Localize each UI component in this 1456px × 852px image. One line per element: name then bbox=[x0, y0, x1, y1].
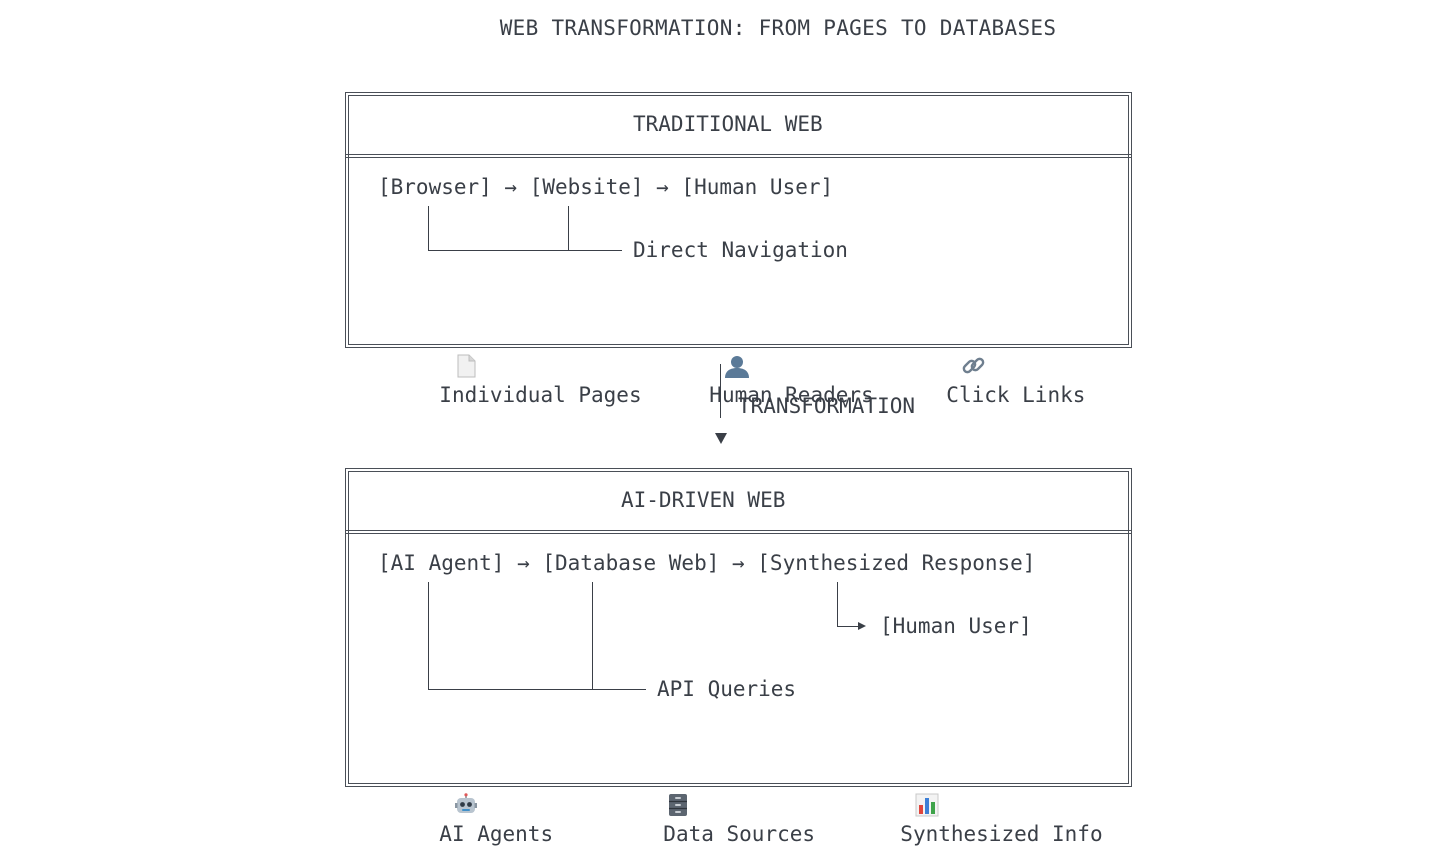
traditional-web-box bbox=[345, 92, 1132, 348]
bar-chart-icon bbox=[864, 765, 939, 817]
file-cabinet-icon bbox=[615, 765, 687, 816]
api-queries-label: API Queries bbox=[657, 677, 797, 701]
transformation-label: TRANSFORMATION bbox=[738, 394, 916, 418]
human-user-arrowhead bbox=[858, 622, 866, 630]
page-icon bbox=[403, 326, 476, 378]
transformation-arrowhead bbox=[715, 433, 727, 444]
human-user-connector bbox=[837, 626, 859, 627]
api-queries-connector bbox=[428, 689, 646, 690]
feature-data-sources: Data Sources bbox=[590, 737, 815, 848]
direct-navigation-label: Direct Navigation bbox=[633, 238, 848, 262]
feature-individual-pages: Individual Pages bbox=[378, 298, 642, 409]
ai-human-user: [Human User] bbox=[880, 614, 1032, 638]
feature-click-links: Click Links bbox=[885, 298, 1085, 409]
traditional-flow: [Browser] → [Website] → [Human User] bbox=[378, 175, 834, 199]
feature-ai-agents: AI Agents bbox=[378, 737, 553, 848]
feature-synthesized-info: Synthesized Info bbox=[839, 737, 1103, 848]
response-connector bbox=[837, 582, 838, 627]
ai-header-divider bbox=[345, 530, 1132, 534]
website-connector bbox=[568, 206, 569, 251]
transformation-arrow-shaft bbox=[720, 364, 721, 418]
feature-human-readers: Human Readers bbox=[648, 298, 874, 409]
traditional-header-divider bbox=[345, 154, 1132, 158]
browser-connector bbox=[428, 206, 429, 251]
person-icon bbox=[673, 326, 749, 378]
link-icon bbox=[910, 326, 985, 374]
database-web-connector bbox=[592, 582, 593, 690]
page-title: WEB TRANSFORMATION: FROM PAGES TO DATABA… bbox=[499, 16, 1057, 40]
ai-flow: [AI Agent] → [Database Web] → [Synthesiz… bbox=[378, 551, 1036, 575]
navigation-connector bbox=[428, 250, 622, 251]
ai-driven-web-box bbox=[345, 468, 1132, 787]
robot-icon bbox=[403, 765, 477, 813]
ai-agent-connector bbox=[428, 582, 429, 690]
ai-driven-web-heading: AI-DRIVEN WEB bbox=[621, 488, 786, 512]
traditional-web-heading: TRADITIONAL WEB bbox=[633, 112, 823, 136]
